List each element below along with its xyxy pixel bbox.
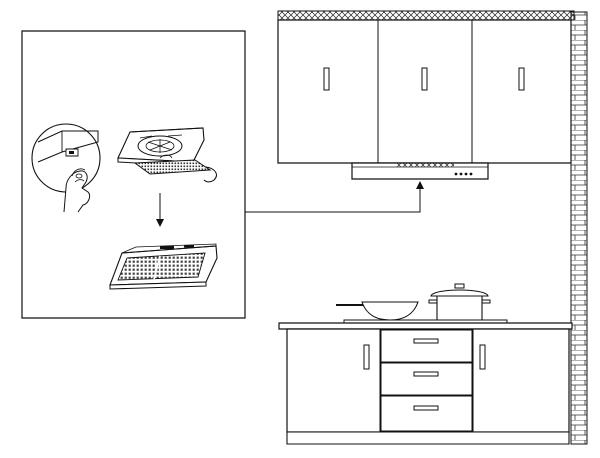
hand-icon bbox=[64, 169, 90, 212]
drawer-bottom-handle[interactable] bbox=[414, 406, 438, 410]
wall-cabinet bbox=[278, 20, 571, 163]
removed-filter bbox=[135, 160, 210, 174]
inset-panel bbox=[22, 31, 245, 318]
wall-cabinet-handle-right[interactable] bbox=[519, 68, 524, 90]
base-cabinet bbox=[287, 329, 569, 432]
drawer-middle-handle[interactable] bbox=[414, 372, 438, 376]
base-door-handle-right[interactable] bbox=[480, 345, 485, 369]
base-door-handle-left[interactable] bbox=[364, 345, 369, 369]
stock-pot-icon bbox=[429, 284, 490, 320]
grease-filter-mesh bbox=[118, 253, 205, 280]
plinth bbox=[287, 432, 569, 444]
drawer-top-handle[interactable] bbox=[414, 339, 438, 343]
ceiling-hatch bbox=[278, 11, 574, 20]
drawer-bottom[interactable] bbox=[381, 396, 472, 431]
latch-detail bbox=[32, 124, 100, 192]
hood-underside-filter bbox=[110, 244, 217, 289]
hood-vent-strip bbox=[396, 163, 454, 167]
wall-cabinet-handle-left[interactable] bbox=[324, 68, 329, 90]
kitchen-scene bbox=[278, 11, 587, 444]
wok-icon bbox=[336, 302, 418, 320]
wall-cabinet-handle-middle[interactable] bbox=[422, 68, 427, 90]
hood-filter-removal bbox=[118, 128, 216, 182]
swing-arrow-icon bbox=[204, 167, 216, 182]
drawer-middle[interactable] bbox=[381, 363, 472, 395]
countertop bbox=[279, 323, 572, 329]
drawer-top[interactable] bbox=[381, 330, 472, 362]
hood-control-buttons[interactable] bbox=[454, 172, 473, 176]
leader-line bbox=[245, 185, 420, 212]
brick-wall bbox=[571, 12, 587, 444]
range-hood bbox=[352, 163, 488, 179]
